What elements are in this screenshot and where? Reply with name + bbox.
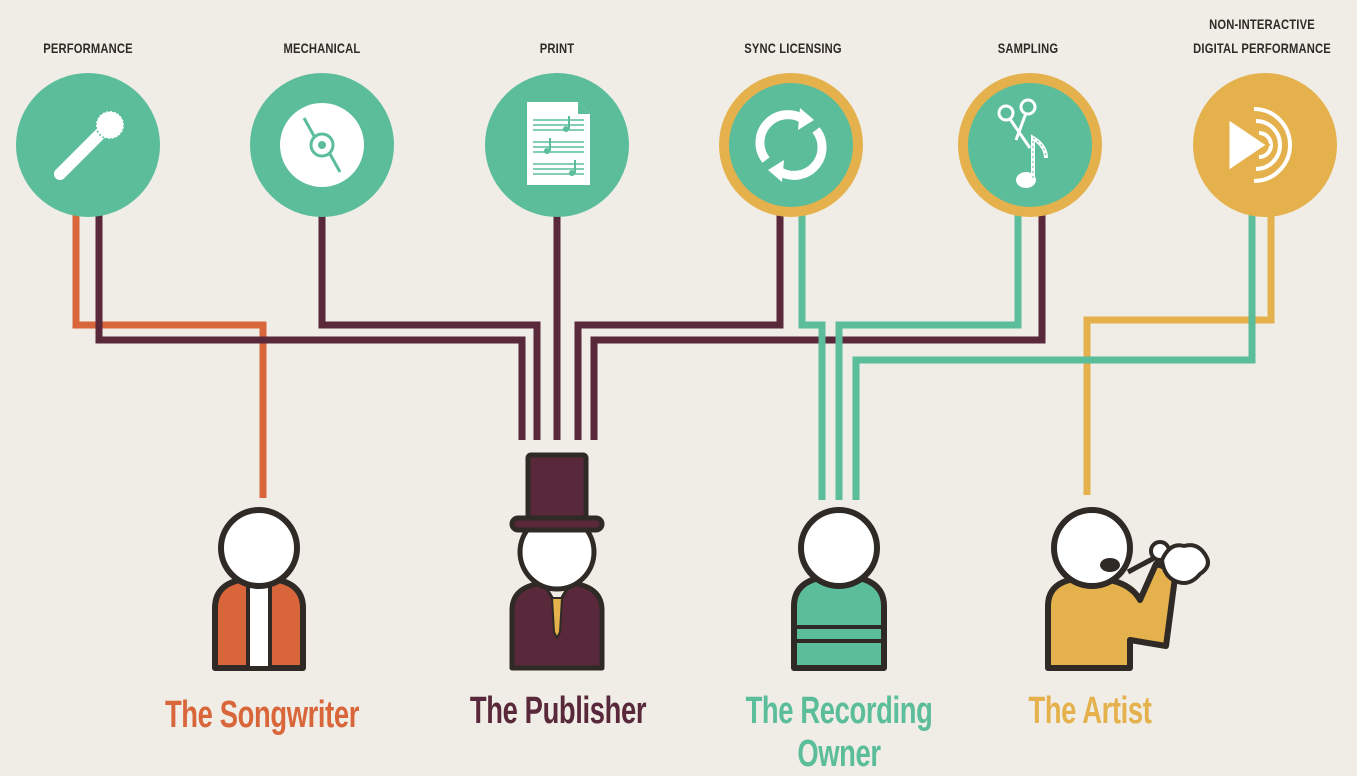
line-sync-publisher xyxy=(574,212,784,440)
stream-mechanical xyxy=(250,73,394,217)
publisher-figure xyxy=(509,452,605,671)
party-label-publisher: The Publisher xyxy=(469,690,647,732)
line-sampling-publisher xyxy=(590,212,1046,440)
recording-owner-figure xyxy=(791,507,887,671)
party-label-songwriter: The Songwriter xyxy=(164,694,360,736)
stream-performance xyxy=(16,73,160,217)
line-performance-songwriter xyxy=(72,212,267,498)
sheet-music-icon xyxy=(527,102,590,185)
songwriter-figure xyxy=(212,507,306,671)
artist-figure xyxy=(1045,507,1210,671)
compact-disc-icon xyxy=(280,103,364,187)
line-sampling-recording-owner xyxy=(835,212,1022,500)
line-performance-publisher xyxy=(95,212,526,440)
stream-print xyxy=(485,73,629,217)
line-noninteractive-recording-owner xyxy=(852,212,1256,500)
label-performance: PERFORMANCE xyxy=(43,40,133,56)
label-non-interactive-digital-performance: NON-INTERACTIVE DIGITAL PERFORMANCE xyxy=(1193,16,1331,56)
party-label-recording-owner: The Recording Owner xyxy=(745,690,933,775)
label-mechanical: MECHANICAL xyxy=(283,40,361,56)
stream-sampling xyxy=(958,73,1102,217)
line-sync-recording-owner xyxy=(798,212,826,500)
sync-arrows-icon xyxy=(755,108,827,182)
label-sync-licensing: SYNC LICENSING xyxy=(744,40,842,56)
label-sampling: SAMPLING xyxy=(997,40,1059,56)
connector-lines xyxy=(72,212,1275,500)
line-noninteractive-artist xyxy=(1083,212,1275,495)
scissors-music-note-icon xyxy=(997,98,1048,188)
stream-sync-licensing xyxy=(719,73,863,217)
microphone-icon xyxy=(54,110,125,180)
microphone-icon xyxy=(1126,540,1210,585)
party-label-artist: The Artist xyxy=(1028,690,1152,732)
stream-non-interactive xyxy=(1193,73,1337,217)
play-broadcast-icon xyxy=(1226,107,1292,183)
top-hat-icon xyxy=(509,452,605,533)
label-print: PRINT xyxy=(539,40,575,56)
line-mechanical-publisher xyxy=(318,212,541,440)
